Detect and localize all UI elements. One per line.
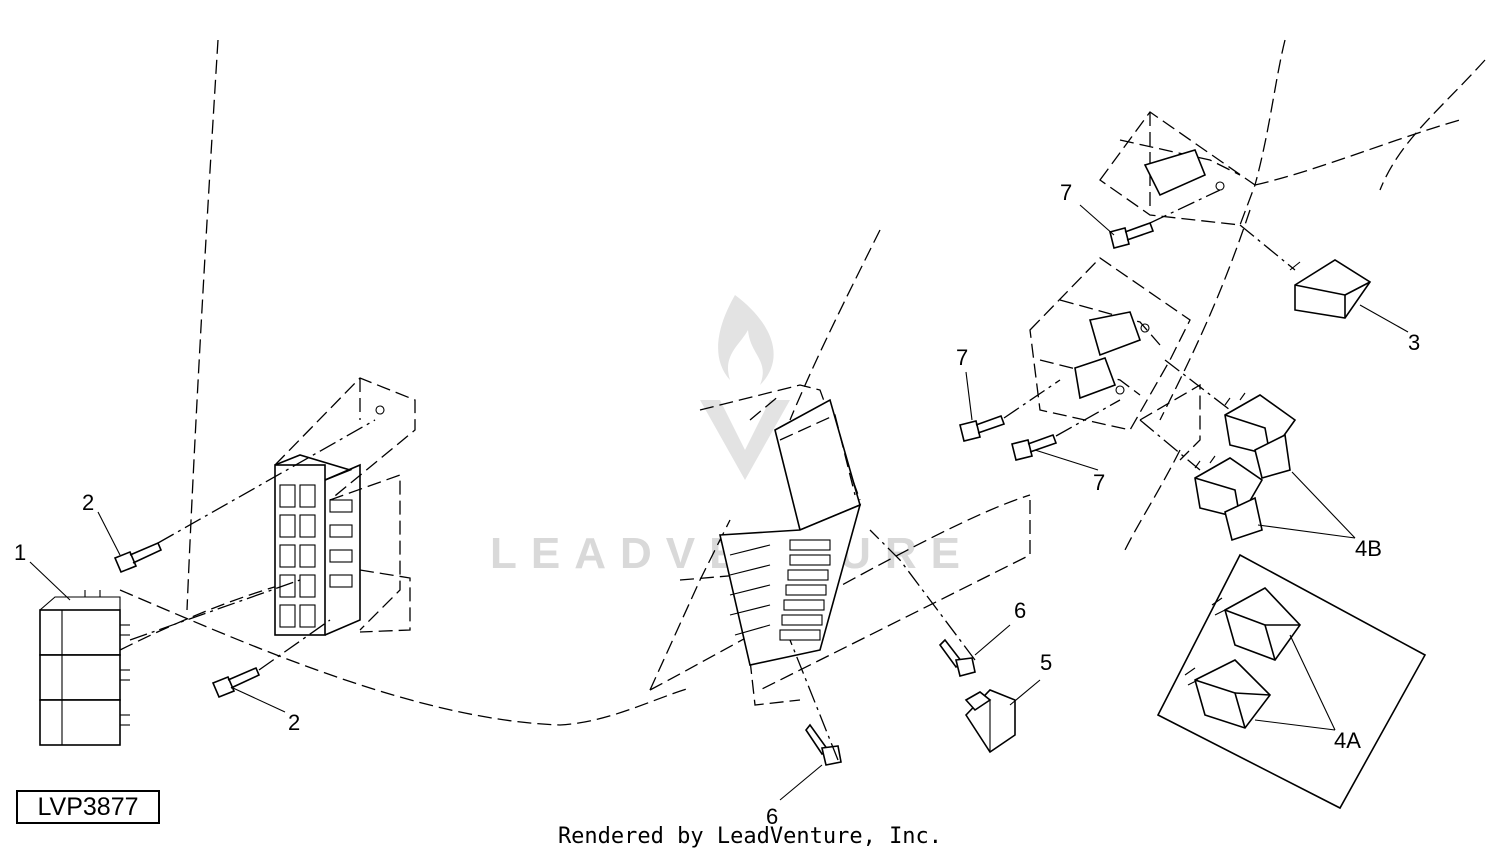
callout-4a: 4A xyxy=(1334,728,1361,753)
diode-icon xyxy=(964,689,1016,754)
callout-4b: 4B xyxy=(1355,536,1382,561)
callout-7-left: 7 xyxy=(956,345,968,370)
relay-icon xyxy=(1289,259,1372,319)
callout-labels: 1 2 2 3 4B 4A 5 6 6 7 7 7 xyxy=(14,180,1420,829)
relay-pair-b-icon xyxy=(1194,392,1297,542)
callout-6-upper: 6 xyxy=(1014,598,1026,623)
footer-credit: Rendered by LeadVenture, Inc. xyxy=(557,824,943,849)
callout-2-lower: 2 xyxy=(288,710,300,735)
relay-pair-a-inset-icon xyxy=(1156,553,1427,810)
panel-outline xyxy=(119,39,1486,726)
callout-5: 5 xyxy=(1040,650,1052,675)
upper-relay-housing-icon xyxy=(1099,111,1256,226)
left-fuse-block-icon xyxy=(274,377,416,636)
screw-icon xyxy=(113,541,261,699)
callout-7-right: 7 xyxy=(1093,470,1105,495)
callout-7-top: 7 xyxy=(1060,180,1072,205)
middle-relay-housing-icon xyxy=(1029,257,1201,461)
screw-icon xyxy=(959,221,1155,461)
figure-code-box: LVP3877 xyxy=(16,790,160,824)
callout-1: 1 xyxy=(14,540,26,565)
assembly-lines xyxy=(129,189,1296,761)
relay-stack-icon xyxy=(39,590,130,746)
screw-icon xyxy=(805,638,976,766)
callout-3: 3 xyxy=(1408,330,1420,355)
center-fuse-block-icon xyxy=(649,384,1031,706)
callout-2-upper: 2 xyxy=(82,490,94,515)
callout-leaders xyxy=(29,204,1409,801)
callout-6-lower: 6 xyxy=(766,804,778,829)
